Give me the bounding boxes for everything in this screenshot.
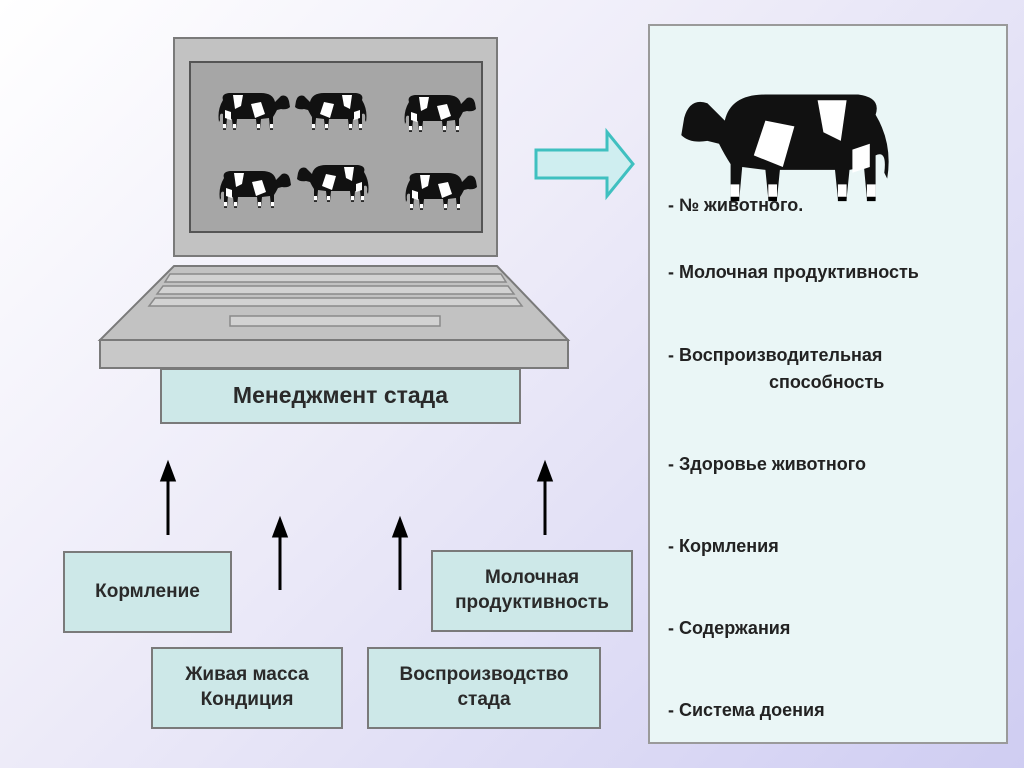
- milk-line1: Молочная: [484, 567, 580, 589]
- live-weight-box: Живая масса Кондиция: [151, 647, 343, 729]
- list-item-animal-number: - № животного.: [668, 195, 804, 215]
- info-panel: [648, 24, 1008, 744]
- list-item-reproduction-cont: способность: [769, 372, 885, 392]
- list-item-health: - Здоровье животного: [668, 454, 866, 474]
- list-item-feeding: - Кормления: [668, 536, 779, 556]
- up-arrows: [159, 459, 554, 590]
- milk-line2: продуктивность: [455, 592, 609, 613]
- list-item-reproduction: - Воспроизводительная: [668, 345, 883, 365]
- list-item-milk-productivity: - Молочная продуктивность: [668, 262, 919, 282]
- herd-management-label: Менеджмент стада: [232, 382, 449, 409]
- list-item-housing: - Содержания: [668, 618, 791, 638]
- weight-line1: Живая масса: [185, 664, 309, 686]
- reproduction-box: Воспроизводство стада: [367, 647, 601, 729]
- repro-line1: Воспроизводство: [399, 664, 569, 686]
- list-item-milking-system: - Система доения: [668, 700, 825, 720]
- laptop-base: [99, 339, 569, 369]
- laptop-display: [189, 61, 483, 233]
- herd-management-box: Менеджмент стада: [160, 368, 521, 424]
- right-arrow-icon: [534, 127, 635, 201]
- weight-line2: Кондиция: [200, 689, 294, 710]
- feeding-box: Кормление: [63, 551, 232, 633]
- feeding-label: Кормление: [95, 580, 200, 602]
- repro-line2: стада: [457, 689, 511, 710]
- milk-productivity-box: Молочная продуктивность: [431, 550, 633, 632]
- keyboard-keys: [147, 273, 524, 327]
